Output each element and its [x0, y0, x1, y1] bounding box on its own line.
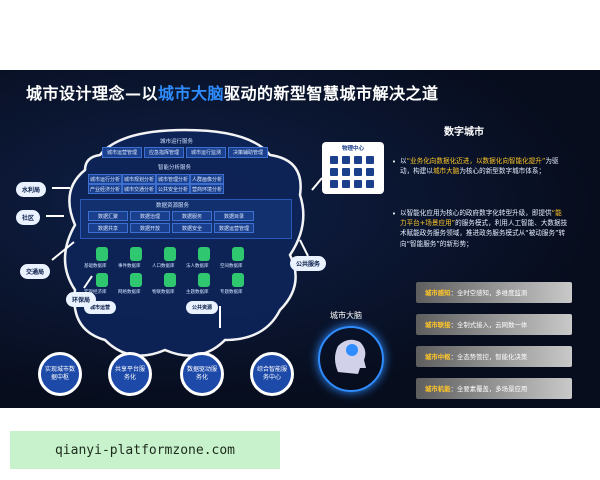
data-section-label: 数据资源服务 [156, 203, 190, 209]
public-resource-bubble: 公共资源 [186, 301, 219, 314]
data-item: 数据运营管理 [214, 223, 254, 233]
data-item: 数据安全 [172, 223, 212, 233]
db-label: 专题数据库 [220, 290, 243, 295]
data-item: 数据服务 [172, 211, 212, 221]
mid-item: 营商环境分析 [190, 184, 224, 194]
bullet-dot: • [392, 210, 396, 218]
db-label: 主题数据库 [186, 290, 209, 295]
transport-bureau-label: 交通局 [20, 264, 51, 279]
bottom-circle-1: 实现城市数据中枢 [38, 352, 82, 396]
connector-arrows [46, 177, 323, 328]
top-item: 决策辅助管理 [228, 147, 268, 158]
mid-item: 城市交通分析 [122, 184, 156, 194]
watermark-text: qianyi-platformzone.com [54, 442, 235, 458]
bottom-circle-3: 数据驱动服务化 [180, 352, 224, 396]
top-item: 城市运营管理 [102, 147, 142, 158]
db-label: 宏观经济库 [84, 290, 107, 295]
water-bureau-label: 水利局 [16, 182, 47, 197]
db-label: 物联数据库 [152, 290, 175, 295]
bullet-1: •以“业务化向数据化迈进，以数据化向智能化提升”为驱动，构建以城市大脑为核心的新… [392, 157, 559, 176]
bottom-circle-2: 共享平台服务化 [108, 352, 152, 396]
brain-head-icon [335, 339, 366, 374]
public-service-bubble: 公共服务 [290, 256, 327, 271]
management-center-panel: 物理中心 [322, 142, 384, 194]
database-icons [96, 247, 244, 287]
feature-strip-1: 城市感知：全时空感知，多维度监测 [416, 282, 572, 303]
data-item: 数据开放 [130, 223, 170, 233]
watermark-banner: qianyi-platformzone.com [10, 431, 280, 469]
mid-item: 城市规划分析 [122, 174, 156, 184]
equipment-icons [330, 156, 374, 188]
bullet-2: •以智能化应用为核心的政府数字化转型升级，即提供“能力平台+场景应用”的服务模式… [392, 209, 568, 248]
architecture-cloud: 城市运行服务 城市运营管理 应急指挥管理 城市运行监测 决策辅助管理 智能分析服… [60, 125, 310, 385]
data-item: 数据共享 [88, 223, 128, 233]
db-label: 空间数据库 [220, 264, 243, 269]
db-label: 法人数据库 [186, 264, 209, 269]
management-center-title: 物理中心 [341, 146, 364, 152]
mid-item: 城市运行分析 [88, 174, 122, 184]
bottom-circle-4: 综合智能服务中心 [250, 352, 294, 396]
db-label: 人口数据库 [152, 264, 175, 269]
db-label: 网格数据库 [118, 290, 141, 295]
feature-strip-4: 城市机能：全要素覆盖，多场景应用 [416, 378, 572, 399]
city-brain-icon [318, 326, 384, 392]
slide-title: 城市设计理念—以城市大脑驱动的新型智慧城市解决之道 [26, 84, 439, 103]
title-highlight: 城市大脑 [158, 84, 225, 103]
mid-item: 产业经济分析 [88, 184, 122, 194]
feature-strip-2: 城市联接：全制式接入，云网数一体 [416, 314, 572, 335]
db-label: 基础数据库 [84, 264, 107, 269]
mid-item: 公共安全分析 [156, 184, 190, 194]
data-item: 数据汇聚 [88, 211, 128, 221]
slide: 城市设计理念—以城市大脑驱动的新型智慧城市解决之道 城市运行服务 城市运营管理 … [0, 70, 600, 408]
mid-item: 人群画像分析 [190, 174, 224, 184]
digital-city-heading: 数字城市 [444, 127, 484, 138]
data-item: 数据治理 [130, 211, 170, 221]
db-label: 事件数据库 [118, 264, 141, 269]
environment-bureau-label: 环保局 [66, 292, 97, 307]
community-label: 社区 [16, 210, 41, 225]
top-item: 城市运行监测 [186, 147, 226, 158]
data-item: 数据目录 [214, 211, 254, 221]
bullet-dot: • [392, 158, 396, 166]
top-item: 应急指挥管理 [144, 147, 184, 158]
mid-section-label: 智能分析服务 [158, 165, 192, 171]
mid-item: 城市管理分析 [156, 174, 190, 184]
top-section-label: 城市运行服务 [160, 139, 194, 145]
city-brain-label: 城市大脑 [330, 311, 362, 320]
feature-strip-3: 城市中枢：全态势管控，智能化决策 [416, 346, 572, 367]
